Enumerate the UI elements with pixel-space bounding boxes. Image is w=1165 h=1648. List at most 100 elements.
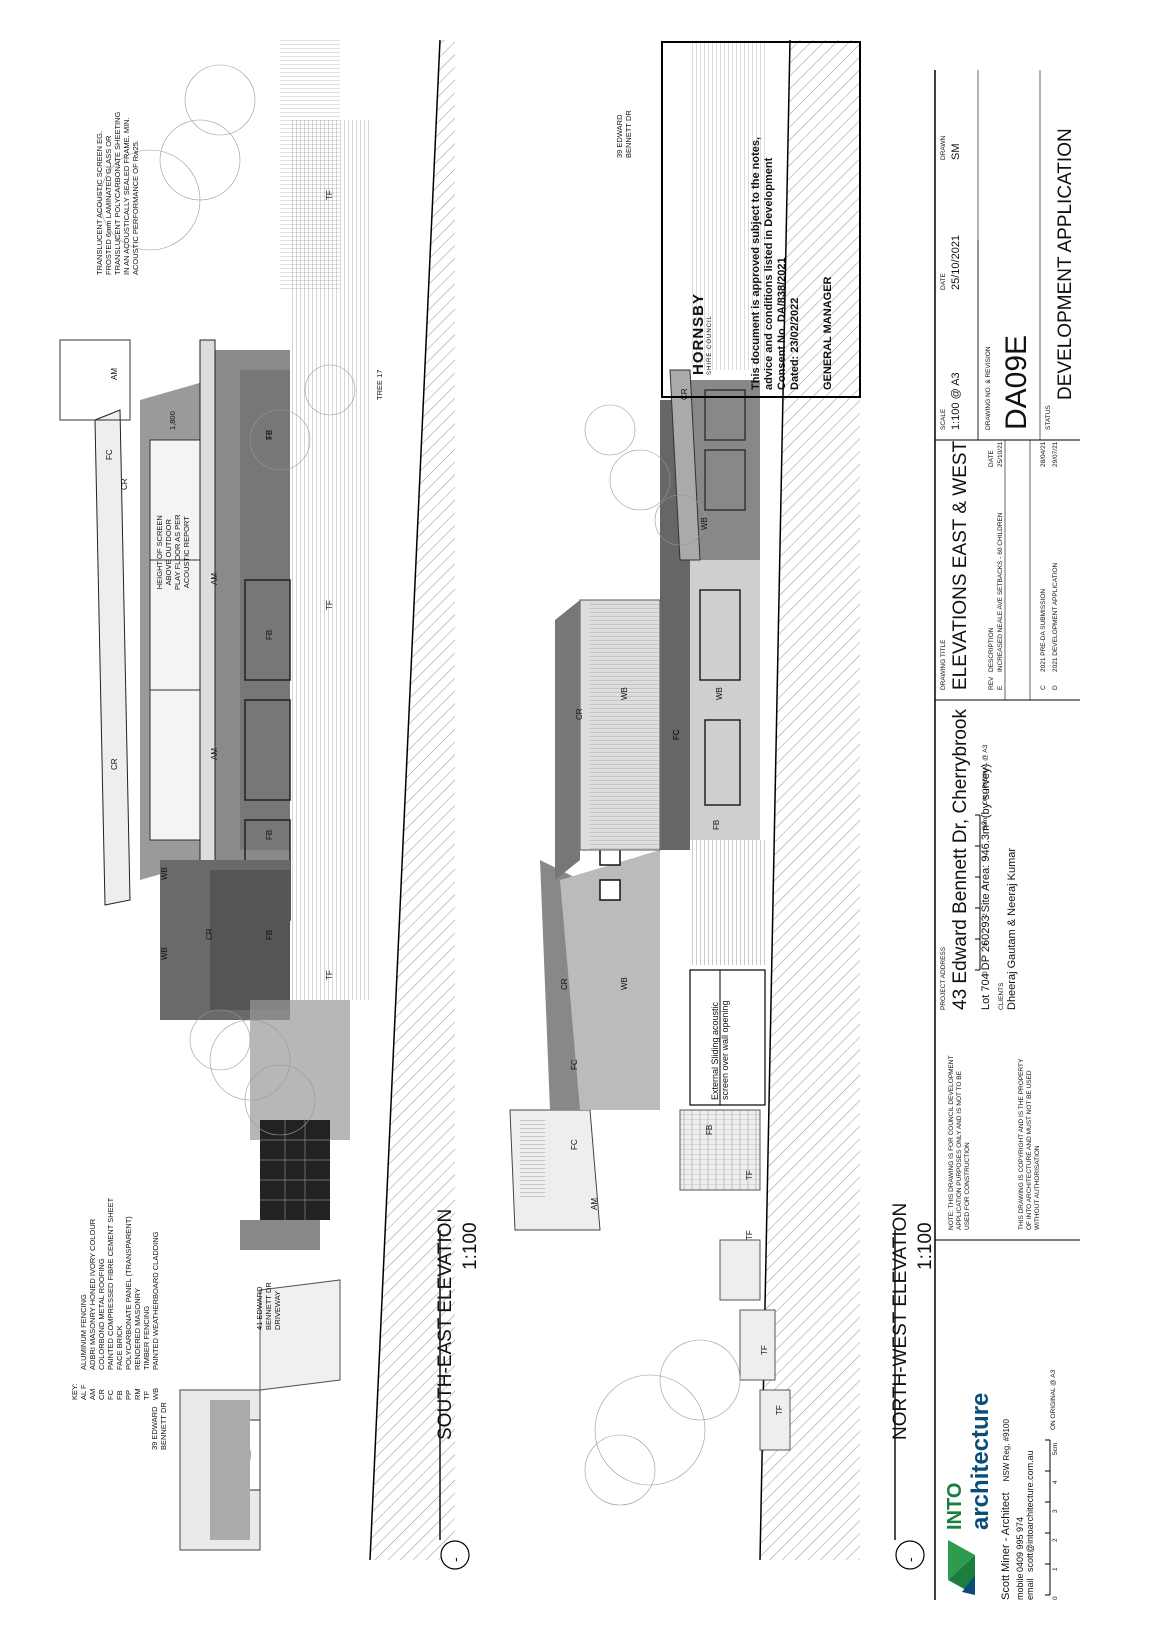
se-label-fb: FB [265, 629, 274, 640]
nw-label-wb-3: WB [620, 687, 629, 700]
se-elevation-scale: 1:100 [460, 1222, 481, 1270]
nw-label-cr-2: CR [575, 708, 584, 720]
se-label-am-2: AM [210, 573, 219, 585]
nw-label-tf-3: TF [760, 1345, 769, 1355]
se-elevation-title: SOUTH-EAST ELEVATION [435, 1208, 456, 1440]
nw-elevation-title: NORTH-WEST ELEVATION [890, 1202, 911, 1440]
scale-label-left: ON ORIGINAL @ A3 [1050, 1369, 1057, 1430]
architect-name: Scott Miner - Architect NSW Reg. #9100 [1000, 1419, 1012, 1600]
se-label-tf: TF [325, 600, 334, 610]
se-label-fb-2: FB [265, 829, 274, 840]
neighbour-39-se: 39 EDWARD BENNETT DR [150, 1402, 168, 1450]
date-label: DATE [940, 273, 947, 290]
council-sub: SHIRE COUNCIL [707, 314, 713, 375]
nw-elevation-scale: 1:100 [915, 1222, 936, 1270]
key-desc: FACE BRICK [115, 1325, 124, 1370]
title-block-frame [934, 70, 1080, 1600]
drawing-title-label: DRAWING TITLE [940, 639, 947, 690]
nw-section-symbol: - [902, 1557, 918, 1562]
key-item: FB FACE BRICK [115, 1198, 124, 1400]
key-code: CR [97, 1389, 106, 1400]
se-label-cr-3: CR [205, 928, 214, 940]
key-desc: POLYCARBONATE PANEL (TRANSPARENT) [124, 1216, 133, 1370]
se-label-am: AM [110, 368, 119, 380]
logo-architecture: architecture [967, 1392, 994, 1530]
nw-label-fc-3: FC [570, 1059, 579, 1070]
acoustic-note: TRANSLUCENT ACOUSTIC SCREEN EG. FROSTED … [95, 111, 140, 275]
se-building [59, 40, 370, 1551]
se-ground-hatch [370, 40, 455, 1560]
screen-height-note: HEIGHT OF SCREEN ABOVE OUTDOOR PLAY FLOO… [155, 514, 191, 590]
project-address: 43 Edward Bennett Dr, Cherrybrook [950, 709, 971, 1010]
key-desc: RENDERED MASONRY [133, 1288, 142, 1370]
date-value: 25/10/2021 [950, 234, 962, 290]
neighbour-39-nw: 39 EDWARD BENNETT DR [615, 110, 633, 158]
nw-label-fb-2: FB [705, 1124, 714, 1135]
stamp-text: This document is approved subject to the… [750, 136, 834, 390]
note-1: NOTE: THIS DRAWING IS FOR COUNCIL DEVELO… [948, 1055, 971, 1230]
nw-label-cr-3: CR [560, 978, 569, 990]
note-2: THIS DRAWING IS COPYRIGHT AND IS THE PRO… [1018, 1058, 1041, 1230]
key-title: KEY: [70, 1383, 79, 1400]
se-label-tf-3: TF [325, 970, 334, 980]
nw-label-wb-2: WB [715, 687, 724, 700]
key-desc: COLORBOND METAL ROOFING [97, 1258, 106, 1370]
key-code: PP [124, 1389, 133, 1400]
key-item: CR COLORBOND METAL ROOFING [97, 1198, 106, 1400]
nw-label-tf-2: TF [745, 1230, 754, 1240]
nw-label-am: AM [590, 1198, 599, 1210]
se-label-cr-2: CR [110, 758, 119, 770]
key-desc: ADBRI MASONRY HONED IVORY COLOUR [88, 1218, 97, 1370]
clients: Dheeraj Gautam & Neeraj Kumar [1006, 847, 1018, 1010]
sliding-screen-note: External Sliding acoustic screen over wa… [710, 1000, 730, 1100]
se-label-wb-2: WB [160, 947, 169, 960]
se-label-fc: FC [105, 449, 114, 460]
nw-label-cr: CR [680, 388, 689, 400]
project-address-label: PROJECT ADDRESS [940, 946, 947, 1010]
nw-label-tf-4: TF [775, 1405, 784, 1415]
status-label: STATUS [1045, 405, 1052, 430]
status-value: DEVELOPMENT APPLICATION [1055, 128, 1076, 400]
drawing-no-label: DRAWING NO. & REVISION [985, 346, 992, 430]
key-desc: TIMBER FENCING [142, 1305, 151, 1370]
nw-label-wb-4: WB [620, 977, 629, 990]
nw-label-tf: TF [745, 1170, 754, 1180]
key-desc: PAINTED COMPRESSED FIBRE CEMENT SHEET [106, 1197, 115, 1370]
revision-row-d: D2021 DEVELOPMENT APPLICATION29/07/21 [1052, 441, 1059, 690]
key-code: FB [115, 1390, 124, 1400]
scale-value: 1:100 @ A3 [950, 372, 962, 430]
se-label-fb-4: FB [265, 429, 274, 440]
architect-contact: mobile0409 995 974 emailscott@intoarchit… [1015, 1450, 1035, 1600]
neighbour-41: 41 EDWARD BENNETT DR DRIVEWAY [255, 1282, 282, 1330]
key-desc: PAINTED WEATHERBOARD CLADDING [151, 1231, 160, 1371]
nw-label-fc-2: FC [672, 729, 681, 740]
key-item: PP POLYCARBONATE PANEL (TRANSPARENT) [124, 1198, 133, 1400]
revision-row-c: C2021 PRE-DA SUBMISSION28/04/21 [1040, 441, 1047, 690]
revision-headers: REVDESCRIPTIONDATE [988, 450, 995, 690]
lot-info: Lot 704 DP 260293 Site Area: 946.3m² (by… [980, 763, 992, 1010]
drawn-value: SM [950, 143, 962, 161]
nw-label-fc-4: FC [570, 1139, 579, 1150]
se-label-tf-4: TF [325, 190, 334, 200]
clients-label: CLIENTS [998, 982, 1005, 1010]
scale-bar-left [1045, 1439, 1051, 1596]
scale-label: SCALE [940, 408, 947, 430]
council-logo: HORNSBY SHIRE COUNCIL [690, 293, 713, 375]
scale-bar-right [975, 814, 981, 971]
se-label-cr: CR [120, 478, 129, 490]
tree-label: TREE 17 [375, 369, 384, 400]
logo-text: INTO [944, 1483, 967, 1530]
council-stamp [661, 41, 861, 398]
se-section-symbol: - [447, 1557, 463, 1562]
key-desc: ALUMINUM FENCING [79, 1294, 88, 1370]
nw-label-wb: WB [700, 517, 709, 530]
stamp-signoff: GENERAL MANAGER [822, 276, 834, 390]
